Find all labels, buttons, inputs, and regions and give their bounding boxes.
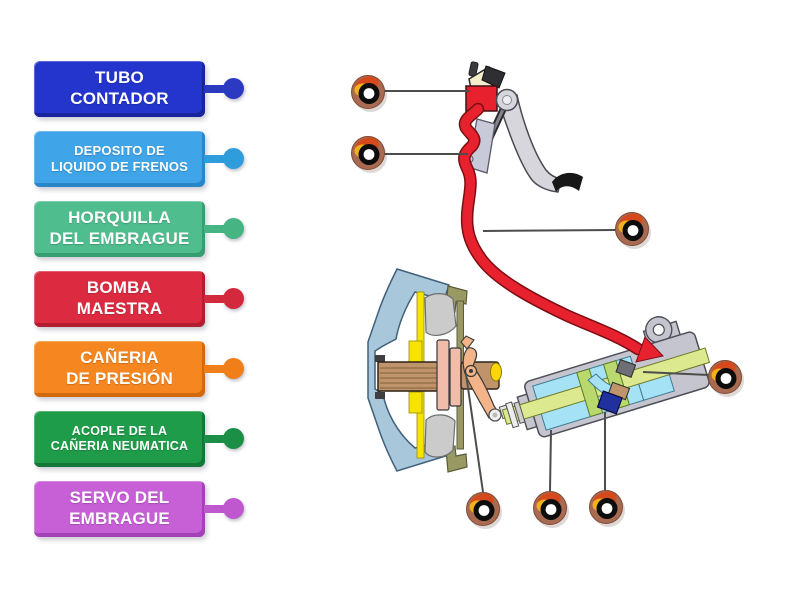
connector-line-6 (549, 429, 552, 492)
connector-dot (223, 78, 244, 99)
connector-dot (223, 428, 244, 449)
connector-line-3 (482, 229, 617, 232)
label-line-2: LIQUIDO DE FRENOS (50, 159, 189, 174)
label-line-2: EMBRAGUE (69, 509, 170, 528)
target-marker-2[interactable] (351, 134, 388, 174)
label-caneria-de-presion[interactable]: CAÑERIA DE PRESIÓN (34, 341, 249, 397)
label-text-box: TUBO CONTADOR (34, 61, 205, 117)
label-line-1: DEPOSITO DE (74, 143, 165, 159)
connector-stub (204, 365, 227, 373)
label-line-1: ACOPLE DE LA (71, 423, 168, 438)
connector-dot (223, 498, 244, 519)
target-marker-4[interactable] (708, 358, 745, 398)
target-marker-6[interactable] (533, 489, 570, 529)
label-servo-del-embrague[interactable]: SERVO DEL EMBRAGUE (34, 481, 249, 537)
label-text-box: CAÑERIA DE PRESIÓN (34, 341, 205, 397)
target-marker-3[interactable] (615, 210, 652, 250)
label-line-1: SERVO DEL (69, 488, 170, 508)
label-line-2: DEL EMBRAGUE (49, 229, 190, 248)
connector-dot (223, 288, 244, 309)
label-line-2: MAESTRA (76, 299, 163, 318)
label-line-1: TUBO (95, 68, 144, 88)
label-line-1: BOMBA (86, 278, 153, 298)
label-line-2: CAÑERIA NEUMATICA (50, 439, 189, 453)
label-text-box: HORQUILLA DEL EMBRAGUE (34, 201, 205, 257)
target-marker-5[interactable] (466, 490, 503, 530)
label-tubo-contador[interactable]: TUBO CONTADOR (34, 61, 249, 117)
label-line-1: CAÑERIA (80, 348, 159, 368)
target-marker-7[interactable] (589, 488, 626, 528)
label-line-2: DE PRESIÓN (66, 369, 173, 388)
connector-stub (204, 505, 227, 513)
connector-line-4 (642, 371, 710, 376)
connector-stub (204, 295, 227, 303)
clutch-servo-art (501, 316, 711, 438)
label-column: TUBO CONTADOR DEPOSITO DE LIQUIDO DE FRE… (34, 61, 249, 537)
connector-dot (223, 358, 244, 379)
connector-stub (204, 85, 227, 93)
label-deposito-de-liquido-de-frenos[interactable]: DEPOSITO DE LIQUIDO DE FRENOS (34, 131, 249, 187)
connector-dot (223, 218, 244, 239)
label-acople-de-la-caneria-neumatica[interactable]: ACOPLE DE LA CAÑERIA NEUMATICA (34, 411, 249, 467)
connector-stub (204, 225, 227, 233)
clutch-flywheel-art (367, 268, 517, 473)
label-line-1: HORQUILLA (68, 208, 171, 228)
connector-dot (223, 148, 244, 169)
label-text-box: DEPOSITO DE LIQUIDO DE FRENOS (34, 131, 205, 187)
label-text-box: ACOPLE DE LA CAÑERIA NEUMATICA (34, 411, 205, 467)
label-text-box: SERVO DEL EMBRAGUE (34, 481, 205, 537)
pedal-assembly-art (465, 61, 583, 193)
connector-lines (384, 90, 710, 493)
connector-line-5 (465, 373, 484, 493)
label-line-2: CONTADOR (70, 89, 169, 108)
label-text-box: BOMBA MAESTRA (34, 271, 205, 327)
connector-stub (204, 155, 227, 163)
target-marker-1[interactable] (351, 73, 388, 113)
hydraulic-hose-art (458, 102, 664, 363)
connector-stub (204, 435, 227, 443)
label-bomba-maestra[interactable]: BOMBA MAESTRA (34, 271, 249, 327)
label-horquilla-del-embrague[interactable]: HORQUILLA DEL EMBRAGUE (34, 201, 249, 257)
